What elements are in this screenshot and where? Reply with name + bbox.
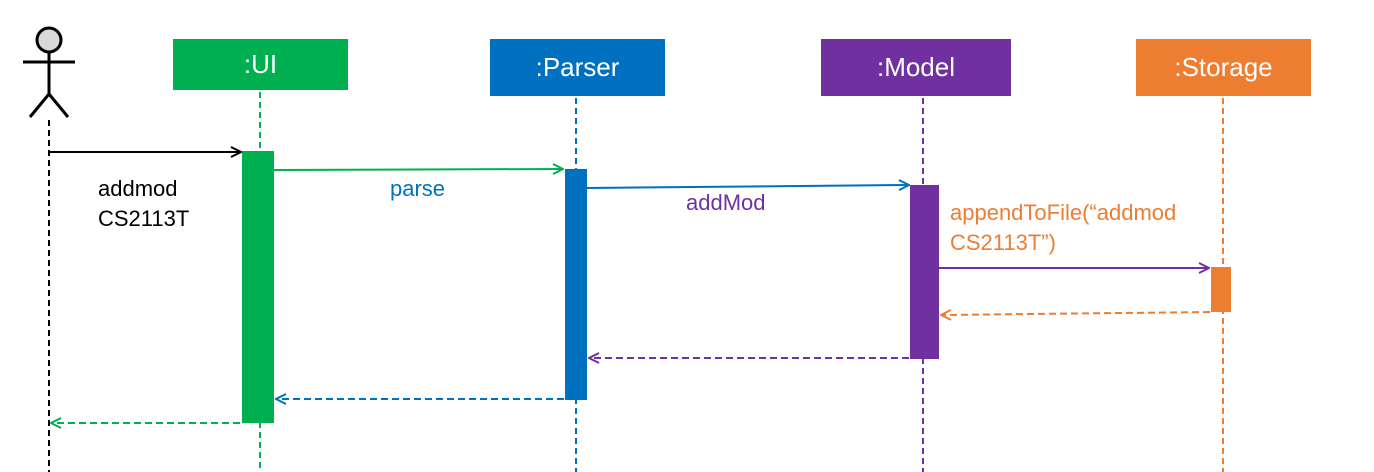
storage-activation-bar — [1211, 267, 1231, 312]
participant-ui: :UI — [173, 39, 348, 90]
participant-model-label: :Model — [876, 52, 956, 82]
message-add-mod: addMod — [686, 190, 766, 215]
call-arrow-ui-to-parser — [273, 169, 563, 170]
model-activation-bar — [910, 185, 939, 359]
message-user-command: addmod CS2113T — [98, 176, 190, 231]
participant-ui-label: :UI — [243, 49, 278, 79]
message-parse: parse — [390, 176, 446, 201]
message-append-to-file: appendToFile(“addmod CS2113T”) — [950, 200, 1177, 255]
stick-figure-icon — [23, 26, 75, 118]
participant-storage-label: :Storage — [1174, 52, 1273, 82]
call-arrow-parser-to-model — [586, 185, 909, 188]
participant-parser-label: :Parser — [535, 52, 620, 82]
participant-model: :Model — [821, 39, 1011, 96]
return-arrow-storage-to-model — [941, 312, 1211, 315]
participant-storage: :Storage — [1136, 39, 1311, 96]
ui-activation-bar — [242, 151, 274, 423]
participant-parser: :Parser — [490, 39, 665, 96]
parser-activation-bar — [565, 169, 587, 400]
